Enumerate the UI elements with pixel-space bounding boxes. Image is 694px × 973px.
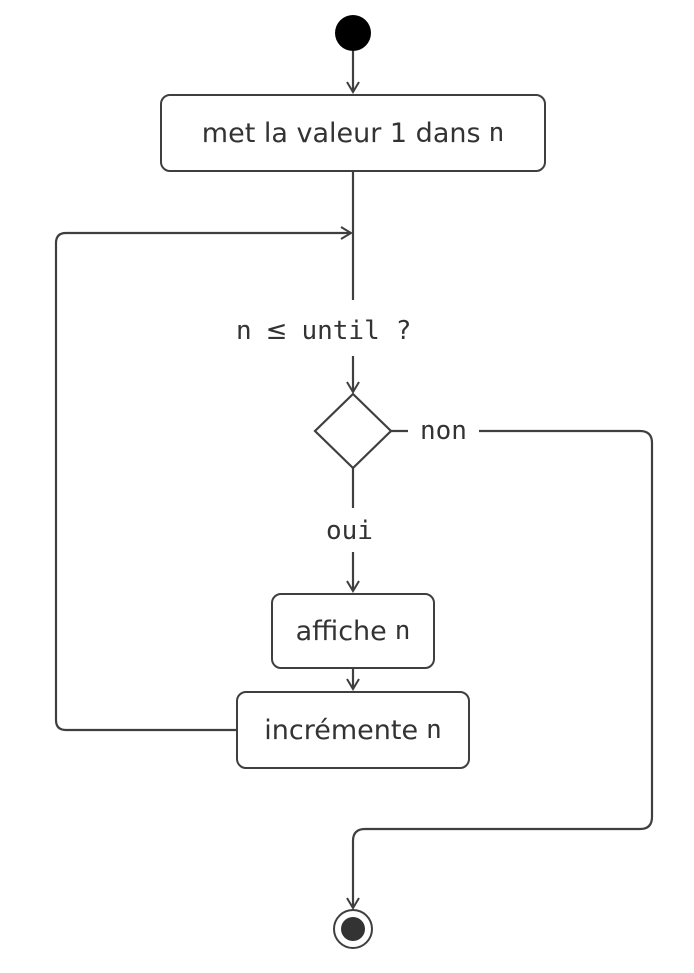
end-node-core	[341, 917, 365, 941]
flow-decision-no-to-end	[346, 429, 654, 910]
increment-action-text: incrémente	[264, 714, 419, 746]
init-action-text: met la valeur 1 dans	[201, 117, 481, 149]
condition-question: ?	[395, 316, 412, 346]
print-action-text: affiche	[295, 615, 387, 647]
condition-var: n	[236, 316, 252, 346]
init-action-var: n	[488, 118, 505, 148]
start-node	[335, 15, 371, 51]
print-action-var: n	[394, 616, 411, 646]
condition-label: n ≤ until?	[236, 316, 412, 346]
branch-yes-label: oui	[322, 516, 377, 546]
condition-operator: ≤	[265, 316, 288, 346]
branch-no-label: non	[408, 416, 479, 446]
increment-action-var: n	[426, 715, 442, 745]
condition-limit: until	[301, 316, 380, 346]
decision-diamond	[313, 392, 393, 470]
flow-loop-back	[54, 226, 353, 732]
